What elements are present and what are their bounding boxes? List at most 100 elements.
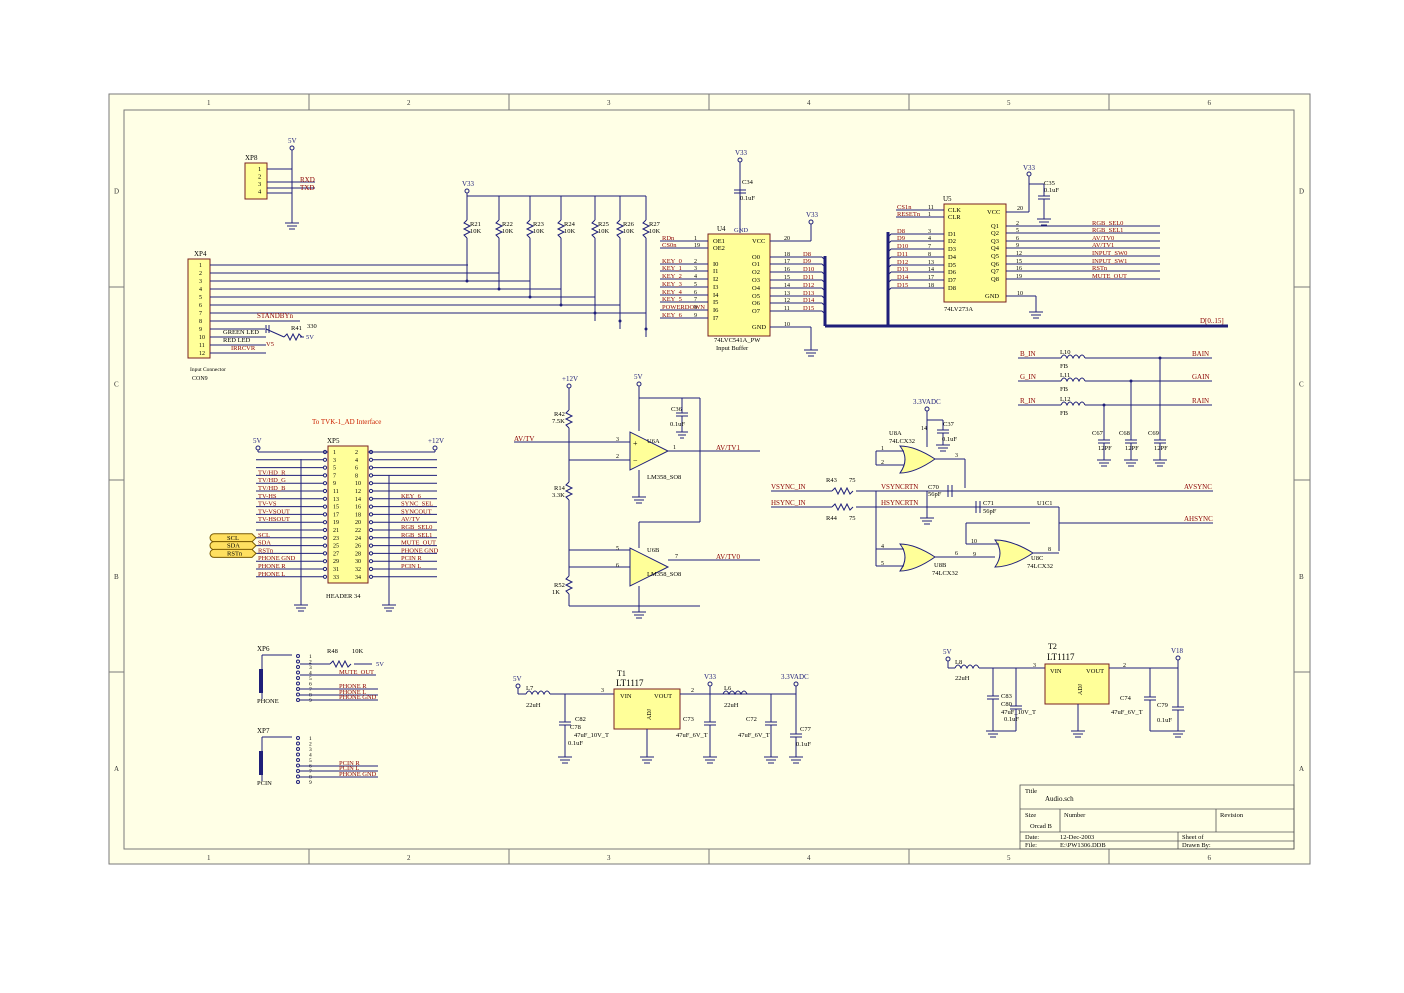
t2-adj: ADJ — [1078, 683, 1084, 695]
xp5-left-pin: 23 — [333, 536, 339, 542]
u4-in-net: KEY_6 — [662, 312, 683, 319]
c77-val: 0.1uF — [796, 741, 811, 748]
r48-5v: 5V — [376, 661, 384, 668]
u5-q-net: INPUT_SW1 — [1092, 258, 1127, 265]
u4-out-pin: O1 — [752, 261, 760, 268]
xp5-right-pin: 30 — [355, 559, 361, 565]
u5-d-net: D10 — [897, 243, 908, 250]
u8a-pin2: 2 — [881, 460, 884, 466]
u4-out-pinnum: 18 — [784, 252, 790, 258]
r44-ref: R44 — [826, 515, 838, 522]
xp5-right-pin: 24 — [355, 536, 361, 542]
pin-dot — [368, 535, 374, 540]
pullup-power: V33 — [462, 180, 475, 188]
r43-ref: R43 — [826, 477, 837, 484]
pullup-val: 10K — [598, 228, 610, 235]
c79-ref: C79 — [1157, 702, 1168, 709]
pin-dot — [322, 449, 328, 455]
rgb-out-net: BAIN — [1192, 350, 1209, 358]
row-label-left: D — [114, 188, 119, 196]
rgb-cap-val: 12PF — [1098, 445, 1112, 452]
title-block: Title Audio.sch Size Orcad B Number Revi… — [1019, 784, 1295, 850]
pin-dot — [322, 473, 328, 478]
l7-ref: L7 — [526, 685, 534, 692]
t1-part: LT1117 — [616, 678, 644, 688]
xp5-right-net: SYNC_SEL — [401, 501, 433, 508]
u5-clk-pin: CLR — [948, 214, 961, 221]
r14-ref: R14 — [554, 485, 566, 492]
jack-name: PCIN — [257, 780, 272, 787]
xp5-left-net: PHONE L — [258, 571, 285, 578]
xp5-left-net: TV/HD_B — [258, 485, 286, 492]
u4-in-pinnum: 6 — [694, 290, 697, 296]
u6a-symbol — [629, 431, 670, 471]
jack-pin: 2 — [309, 660, 312, 666]
c36-ref: C36 — [671, 406, 683, 413]
pullup-ref: R27 — [649, 221, 661, 228]
rgb-in-net: B_IN — [1020, 350, 1036, 358]
xp4-net-irr: IRRCVR — [231, 345, 256, 352]
xp5-right-pin: 34 — [355, 575, 361, 581]
xp5-ref: XP5 — [327, 437, 340, 445]
xp5-left-pin: 17 — [333, 512, 339, 518]
jack-plug — [259, 751, 263, 775]
u6a-pin2: 2 — [616, 454, 619, 460]
u5-q-pin: Q8 — [991, 276, 999, 283]
u4-part: 74LVC541A_PW — [714, 337, 761, 344]
u8b-pin6: 6 — [955, 551, 958, 557]
u5-q-pinnum: 12 — [1016, 251, 1022, 257]
xp5-right-pin: 28 — [355, 551, 361, 557]
u4-out-pin: O0 — [752, 254, 760, 261]
r43-val: 75 — [849, 477, 856, 484]
u5-d-net: D14 — [897, 274, 909, 281]
xp4-pin: 10 — [199, 335, 205, 341]
u5-clk-pinnum: 11 — [928, 205, 934, 211]
u5-d-pinnum: 13 — [928, 260, 934, 266]
xp5-right-net: PHONE GND — [401, 547, 439, 554]
ahsync: AHSYNC — [1184, 515, 1213, 523]
u5-q-net: RGB_SEL1 — [1092, 227, 1123, 234]
rgb-in-net: R_IN — [1020, 397, 1036, 405]
u6a-ref: U6A — [647, 438, 660, 445]
regulator-t2: 5V L8 22uH C83 C80 47uF_10V_T 0.1uF T2 L… — [943, 642, 1185, 738]
jack-net: PHONE R — [339, 683, 367, 690]
jack-name: PHONE — [257, 698, 279, 705]
rgb-cap-ref: C68 — [1119, 430, 1130, 437]
r44-val: 75 — [849, 515, 856, 522]
c80-ref: C80 — [1001, 701, 1012, 708]
resistor-body — [494, 219, 504, 239]
pin-dot — [296, 741, 300, 746]
u5-ref: U5 — [943, 195, 952, 203]
u4-in-net: KEY_2 — [662, 273, 682, 280]
op-in-net: AV/TV — [514, 435, 534, 443]
op-12v: +12V — [562, 375, 578, 383]
opamp-section: +12V R42 7.5K R14 3.3K R52 1K 5V C36 0.1… — [514, 373, 760, 619]
rgb-ind-ref: L11 — [1060, 372, 1070, 379]
xp5-port: RSTn — [227, 550, 243, 557]
u5-q-pinnum: 9 — [1016, 243, 1019, 249]
pin-dot — [296, 774, 300, 779]
xp4-pin: 8 — [199, 319, 202, 325]
xp5-right-pin: 26 — [355, 544, 361, 550]
c82-ref: C82 — [575, 716, 586, 723]
pin-dot — [368, 543, 374, 548]
xp5-left-net: TV-VSOUT — [258, 508, 290, 515]
junction-dot — [1129, 379, 1133, 383]
pin-dot — [368, 496, 374, 501]
u4-out-net: D11 — [803, 274, 814, 281]
pin-dot — [322, 504, 328, 509]
u4-in-pinnum: 19 — [694, 243, 700, 249]
u4-in-pinnum: 9 — [694, 313, 697, 319]
u4-out-pin: O5 — [752, 293, 760, 300]
u4-in-net: RDn — [662, 235, 675, 242]
xp8-ref: XP8 — [245, 154, 258, 162]
r48-ref: R48 — [327, 648, 338, 655]
port-flag — [209, 533, 257, 543]
c71-ref: C71 — [983, 500, 994, 507]
u4-out-net: D8 — [803, 251, 811, 258]
rgb-cap-ref: C69 — [1148, 430, 1159, 437]
u5-d-pinnum: 8 — [928, 252, 931, 258]
u5-q-pin: Q1 — [991, 223, 999, 230]
u4-desc: Input Buffer — [716, 345, 749, 352]
